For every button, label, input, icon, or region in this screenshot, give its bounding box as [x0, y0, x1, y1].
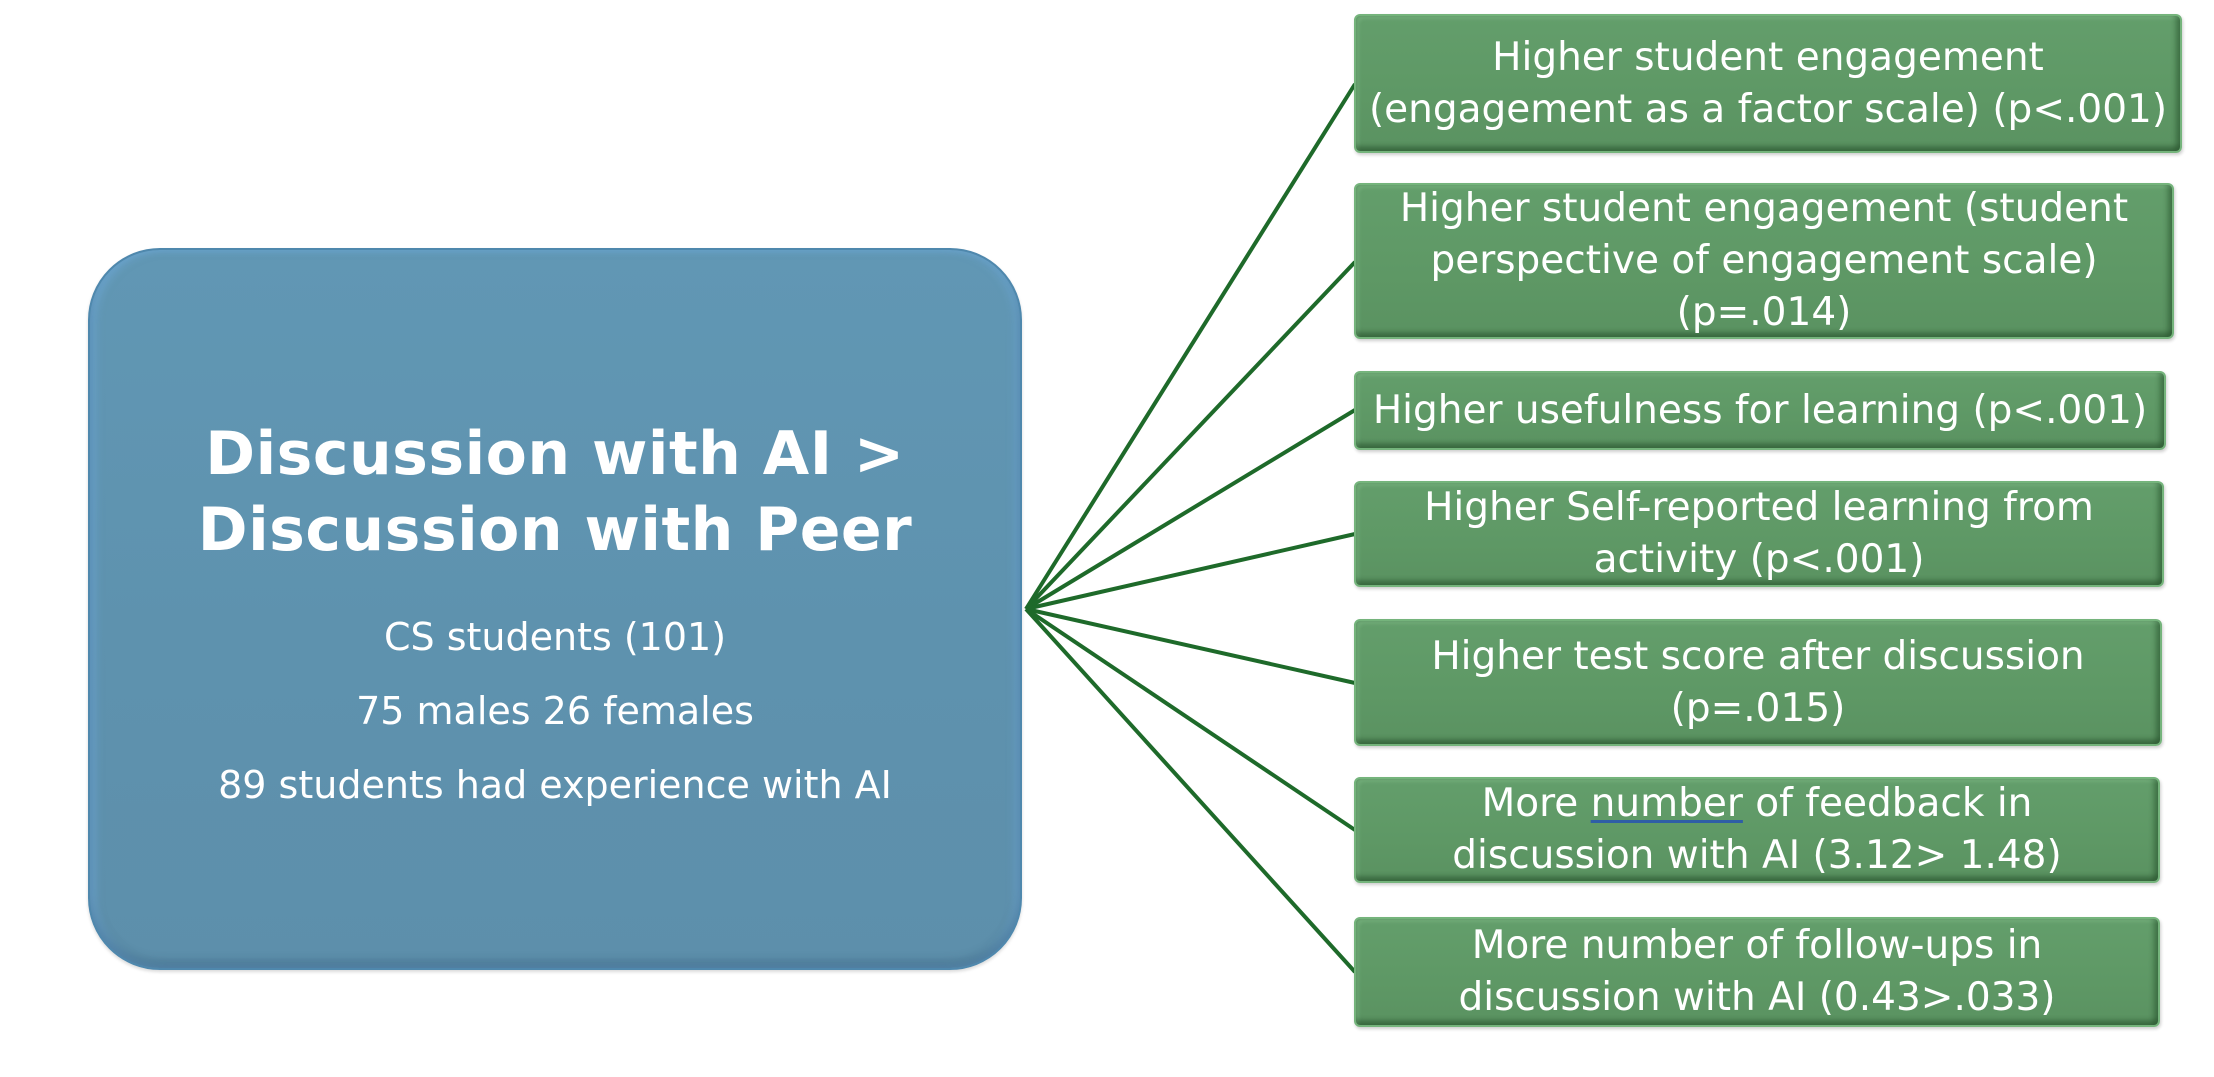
finding-text-1: Higher student engagement (engagement as… — [1368, 34, 2168, 132]
main-title: Discussion with AI > Discussion with Pee… — [197, 419, 913, 565]
main-comparison-box: Discussion with AI > Discussion with Pee… — [88, 248, 1022, 970]
finding-text-6-suffix: of feedback in discussion with AI (3.12>… — [1452, 781, 2062, 878]
finding-text-6-underlined: number — [1590, 781, 1743, 826]
finding-box-4: Higher Self-reported learning from activ… — [1354, 481, 2164, 587]
finding-box-2: Higher student engagement (student persp… — [1354, 183, 2174, 339]
finding-box-1: Higher student engagement (engagement as… — [1354, 14, 2182, 153]
finding-box-7: More number of follow-ups in discussion … — [1354, 917, 2160, 1027]
main-detail-ai-experience: 89 students had experience with AI — [218, 763, 892, 807]
connector-line-1 — [1024, 82, 1357, 611]
connector-line-6 — [1024, 607, 1357, 832]
finding-text-7: More number of follow-ups in discussion … — [1458, 923, 2056, 1020]
finding-text-2: Higher student engagement (student persp… — [1399, 186, 2129, 335]
connector-line-3 — [1024, 408, 1357, 611]
connector-line-4 — [1025, 532, 1356, 611]
finding-text-5: Higher test score after discussion (p=.0… — [1431, 633, 2085, 731]
finding-text-4: Higher Self-reported learning from activ… — [1424, 485, 2094, 582]
finding-box-6: More number of feedback in discussion wi… — [1354, 777, 2160, 883]
finding-text-6: More number of feedback in discussion wi… — [1356, 778, 2158, 882]
finding-text-3: Higher usefulness for learning (p<.001) — [1372, 387, 2148, 433]
finding-text-6-prefix: More — [1481, 781, 1591, 826]
finding-box-5: Higher test score after discussion (p=.0… — [1354, 619, 2162, 746]
connector-line-2 — [1024, 260, 1357, 611]
main-details: CS students (101) 75 males 26 females 89… — [90, 600, 1020, 822]
main-detail-participants: CS students (101) — [383, 615, 727, 659]
connector-line-7 — [1024, 607, 1357, 974]
connector-line-5 — [1025, 607, 1356, 685]
finding-box-3: Higher usefulness for learning (p<.001) — [1354, 371, 2166, 450]
main-detail-gender: 75 males 26 females — [356, 689, 754, 733]
